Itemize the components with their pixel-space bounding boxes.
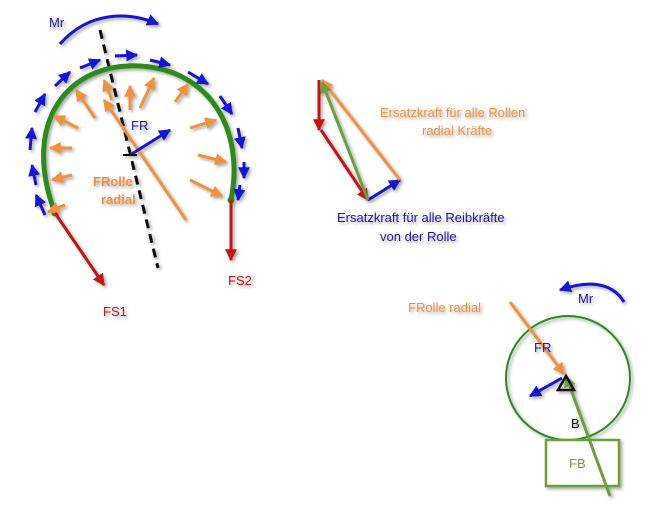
blue-label-line2: von der Rolle (380, 229, 457, 244)
belt-arc (41, 63, 237, 214)
friction-resultant-arrow (129, 128, 172, 157)
triangle-green (320, 80, 370, 201)
orange-label-line1: Ersatzkraft für alle Rollen (380, 105, 525, 120)
friction-arrows (25, 49, 250, 216)
right-figure: Mr FRolle radial FR B FB (408, 280, 631, 497)
radial-label-line1: FRolle (93, 174, 133, 189)
roller-radial-arrow (508, 301, 566, 375)
triangle-blue (367, 178, 402, 202)
middle-figure: Ersatzkraft für alle Rollen radial Kräft… (313, 79, 525, 244)
fb-label: FB (569, 456, 586, 471)
roller-friction-arrow (528, 376, 563, 398)
center-line (98, 29, 160, 269)
moment-arrow (58, 14, 160, 45)
moment-label: Mr (49, 15, 65, 30)
triangle-red-2 (319, 129, 370, 201)
orange-label-line2: radial Kräfte (422, 123, 492, 138)
bearing-label: B (571, 416, 580, 431)
left-figure: Mr FR FRolle radial FS1 FS2 (25, 14, 252, 319)
radial-arrows (46, 76, 228, 221)
blue-label-line1: Ersatzkraft für alle Reibkräfte (337, 210, 505, 225)
fs1-label: FS1 (103, 304, 127, 319)
roller-moment-label: Mr (578, 291, 594, 306)
fb-box (544, 438, 621, 488)
friction-label: FR (131, 118, 148, 133)
roller-radial-label: FRolle radial (408, 300, 481, 315)
bearing-triangle (555, 373, 577, 392)
radial-label-line2: radial (101, 192, 136, 207)
roller-friction-label: FR (534, 340, 551, 355)
fb-arrow (564, 374, 612, 497)
fs1-arrow (53, 212, 106, 286)
triangle-orange (320, 79, 402, 181)
roller-moment-arrow (558, 280, 626, 303)
fs2-label: FS2 (228, 273, 252, 288)
